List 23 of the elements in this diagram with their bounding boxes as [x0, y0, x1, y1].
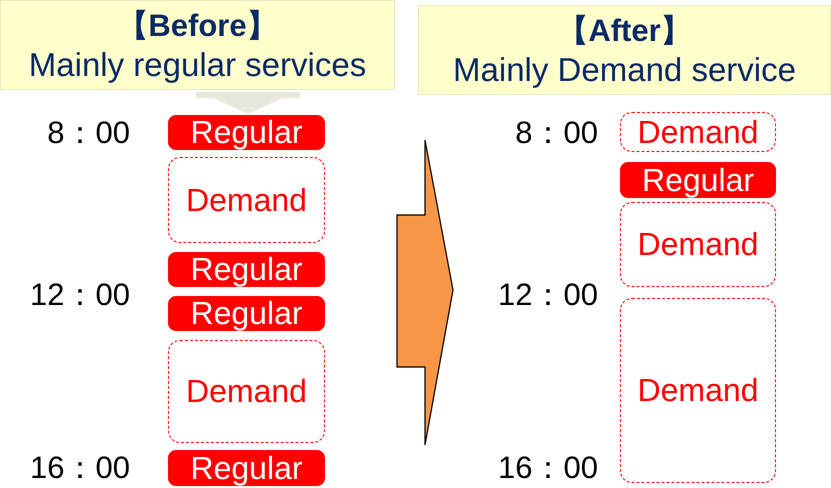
- service-block: Demand: [168, 340, 325, 443]
- service-block: Demand: [620, 202, 776, 287]
- service-block: Regular: [168, 252, 325, 287]
- time-label: 8：00: [46, 115, 130, 151]
- panel-heading: 【After】: [556, 12, 693, 50]
- service-block: Regular: [168, 115, 325, 150]
- service-block: Demand: [168, 157, 325, 243]
- service-block: Regular: [168, 296, 325, 331]
- time-label: 12：00: [29, 277, 130, 313]
- service-block: Demand: [620, 112, 776, 152]
- header-panel: [418, 5, 831, 95]
- time-label: 16：00: [29, 450, 130, 486]
- time-label: 8：00: [514, 115, 598, 151]
- header-panel: [0, 0, 395, 90]
- panel-heading: 【Before】: [116, 7, 279, 45]
- service-block: Demand: [620, 298, 776, 483]
- service-block: Regular: [620, 162, 776, 198]
- panel-subtitle: Mainly regular services: [28, 45, 368, 85]
- service-block: Regular: [168, 450, 325, 486]
- time-label: 12：00: [497, 277, 598, 313]
- panel-subtitle: Mainly Demand service: [452, 50, 797, 90]
- time-label: 16：00: [497, 450, 598, 486]
- block-arrow: [196, 92, 300, 114]
